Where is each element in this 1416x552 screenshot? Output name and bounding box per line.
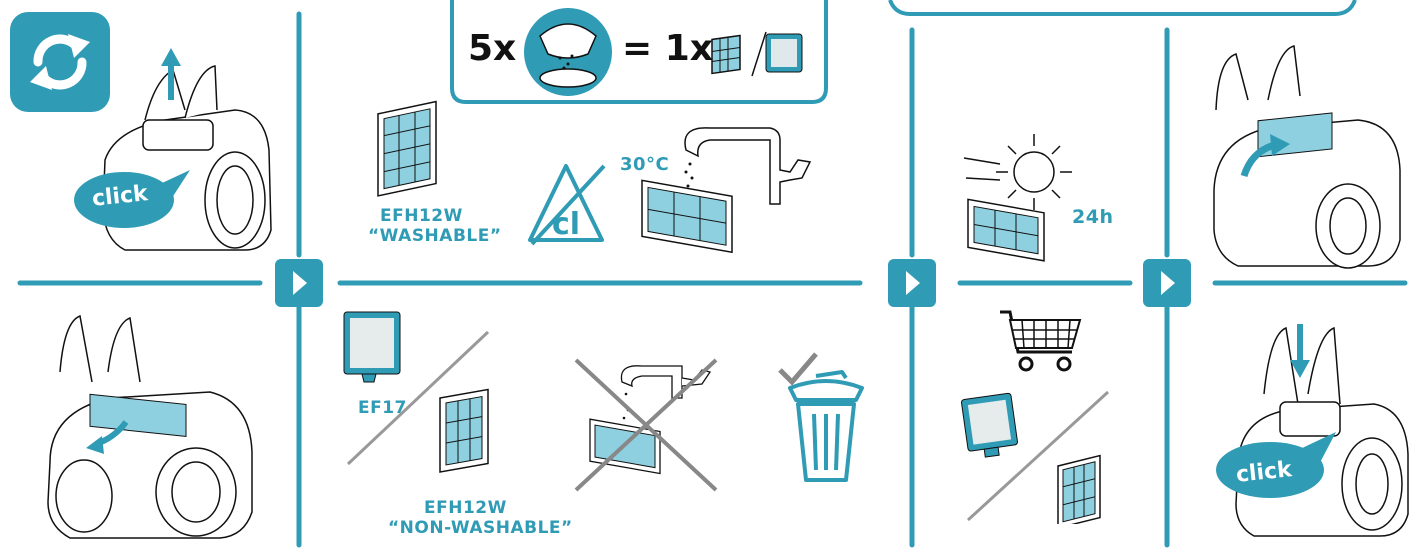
trash-bin-icon (790, 372, 862, 480)
empty-dustbin-illustration (522, 6, 614, 98)
dispose-illustration (776, 348, 876, 488)
next-arrow-icon (1143, 259, 1191, 307)
next-arrow-icon (275, 259, 323, 307)
sun-drying-illustration (960, 128, 1090, 268)
no-bleach-icon: cl (526, 160, 606, 248)
count-left: 5x (468, 28, 516, 69)
svg-text:cl: cl (552, 207, 580, 242)
non-washable-filter-a: EF17 (358, 398, 407, 418)
no-wash-illustration (572, 358, 722, 494)
faucet-icon (621, 366, 710, 398)
vacuum-insert-filter-illustration (1208, 40, 1408, 270)
faucet-icon (640, 120, 820, 260)
replacement-filters-illustration (948, 388, 1116, 524)
filter-pair-icon (708, 28, 808, 80)
non-washable-filters-illustration (340, 308, 500, 483)
dry-duration: 24h (1072, 206, 1113, 228)
next-arrow-button-3 (1143, 259, 1191, 307)
shopping-cart-icon (996, 308, 1084, 376)
non-washable-model: EFH12W (424, 498, 507, 518)
washable-filter-illustration (368, 92, 458, 202)
next-arrow-button-2 (888, 259, 936, 307)
vacuum-remove-filter-illustration (30, 312, 260, 542)
next-arrow-icon (888, 259, 936, 307)
sun-icon (964, 134, 1072, 210)
equals-count: = 1x (622, 28, 713, 69)
washable-model: EFH12W (380, 206, 463, 226)
checkmark-icon (780, 354, 816, 382)
washable-type: “WASHABLE” (368, 226, 502, 246)
next-arrow-button-1 (275, 259, 323, 307)
vacuum-close-illustration (1224, 314, 1410, 540)
non-washable-type: “NON-WASHABLE” (388, 518, 573, 538)
